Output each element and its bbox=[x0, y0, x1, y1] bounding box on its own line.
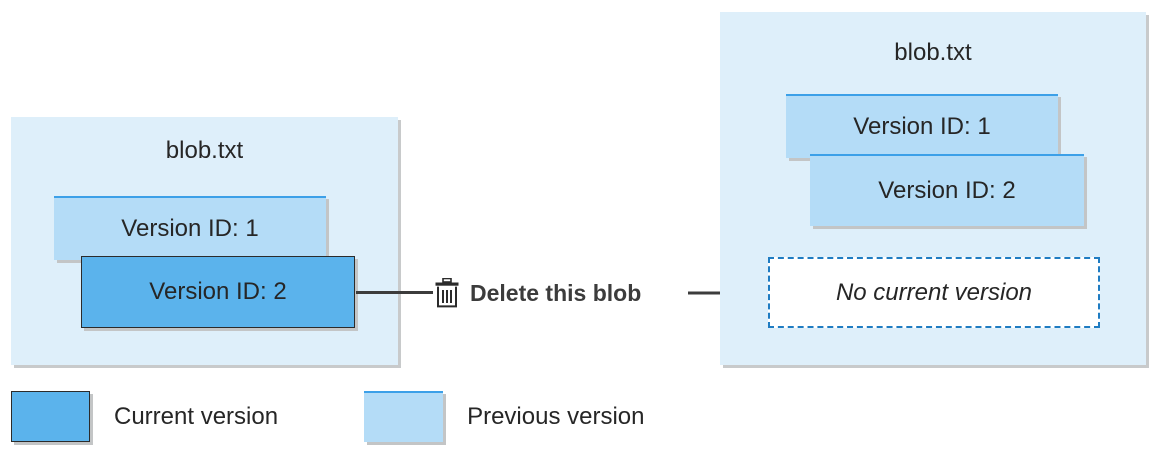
version-box-previous-1-after: Version ID: 1 bbox=[786, 94, 1058, 158]
legend: Current version Previous version bbox=[11, 391, 644, 442]
blob-container-after: blob.txt Version ID: 1 Version ID: 2 No … bbox=[720, 12, 1146, 365]
trash-icon bbox=[435, 278, 459, 308]
blob-name-before: blob.txt bbox=[165, 137, 244, 164]
legend-entry-current-version: Current version bbox=[11, 391, 278, 442]
no-current-version-label: No current version bbox=[835, 278, 1033, 306]
version-label: Version ID: 2 bbox=[149, 278, 287, 305]
version-label: Version ID: 1 bbox=[853, 113, 991, 140]
legend-label-current-version: Current version bbox=[114, 402, 279, 430]
blob-name-after: blob.txt bbox=[894, 39, 972, 66]
version-label: Version ID: 1 bbox=[121, 215, 259, 242]
no-current-version-placeholder: No current version bbox=[768, 257, 1100, 328]
version-label: Version ID: 2 bbox=[878, 177, 1016, 204]
version-box-previous-1-before: Version ID: 1 bbox=[54, 196, 326, 260]
legend-entry-previous-version: Previous version bbox=[364, 391, 644, 442]
delete-action-label: Delete this blob bbox=[470, 279, 642, 306]
legend-swatch-previous-version bbox=[364, 391, 444, 442]
legend-label-previous-version: Previous version bbox=[467, 402, 645, 430]
version-box-previous-2-after: Version ID: 2 bbox=[810, 154, 1084, 226]
version-box-current-2-before: Version ID: 2 bbox=[81, 256, 355, 328]
connector-line-left bbox=[356, 291, 433, 294]
delete-action: Delete this blob bbox=[434, 271, 641, 315]
blob-container-before: blob.txt Version ID: 1 Version ID: 2 bbox=[11, 117, 398, 365]
legend-swatch-current-version bbox=[11, 391, 90, 442]
